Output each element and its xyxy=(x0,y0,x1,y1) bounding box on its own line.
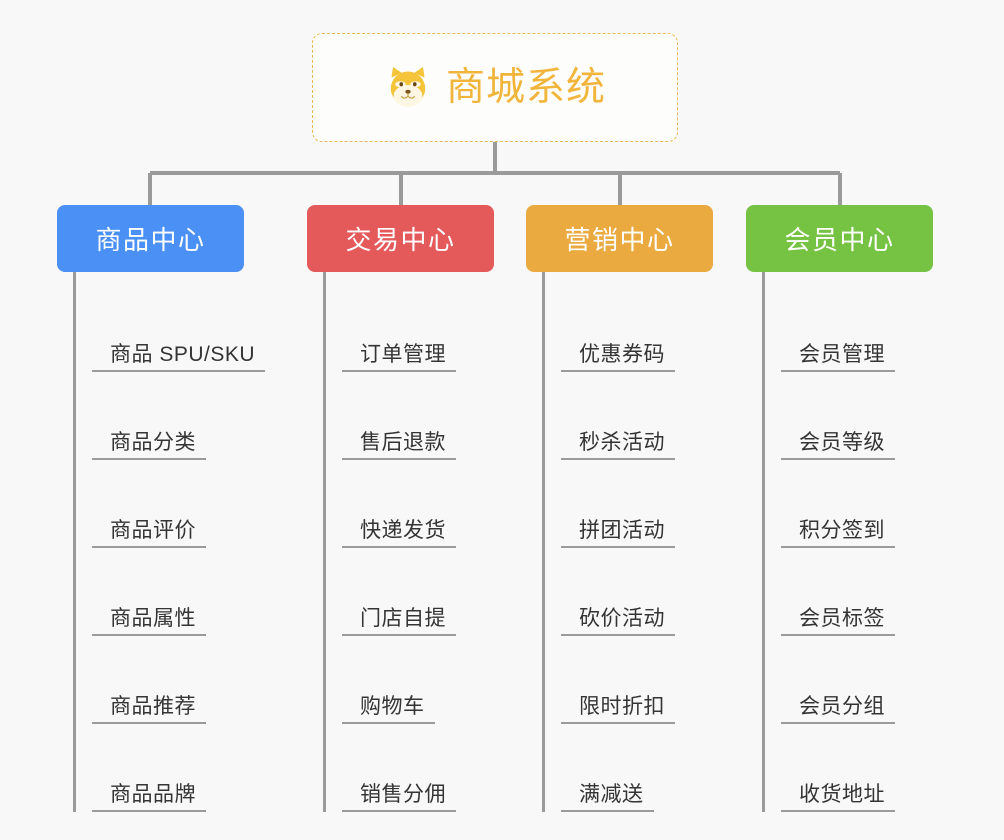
leaf-label: 订单管理 xyxy=(360,342,446,366)
branch-column-2: 营销中心 优惠券码 秒杀活动 拼团活动 砍价活动 限时折扣 满减送 xyxy=(526,205,756,812)
leaf-label: 会员分组 xyxy=(799,694,885,718)
root-title: 商城系统 xyxy=(445,66,606,109)
list-item[interactable]: 会员标签 xyxy=(781,548,958,636)
branch-column-1: 交易中心 订单管理 售后退款 快递发货 门店自提 购物车 销售分佣 xyxy=(307,205,537,812)
list-item[interactable]: 优惠券码 xyxy=(561,284,738,372)
leaf-label: 商品品牌 xyxy=(110,782,196,806)
list-item[interactable]: 积分签到 xyxy=(781,460,958,548)
list-item[interactable]: 售后退款 xyxy=(342,372,519,460)
leaf-label: 商品分类 xyxy=(110,430,196,454)
leaf-label: 售后退款 xyxy=(360,430,446,454)
leaf-label: 快递发货 xyxy=(360,518,446,542)
leaf-list-0: 商品 SPU/SKU 商品分类 商品评价 商品属性 商品推荐 商品品牌 xyxy=(73,272,269,812)
list-item[interactable]: 商品品牌 xyxy=(92,724,269,812)
list-item[interactable]: 砍价活动 xyxy=(561,548,738,636)
list-item[interactable]: 订单管理 xyxy=(342,284,519,372)
leaf-label: 商品评价 xyxy=(110,518,196,542)
leaf-label: 商品 SPU/SKU xyxy=(110,342,256,366)
leaf-label: 会员管理 xyxy=(799,342,885,366)
category-box-0[interactable]: 商品中心 xyxy=(57,205,244,272)
leaf-list-2: 优惠券码 秒杀活动 拼团活动 砍价活动 限时折扣 满减送 xyxy=(542,272,738,812)
category-label-3: 会员中心 xyxy=(784,225,895,255)
leaf-label: 秒杀活动 xyxy=(579,430,665,454)
list-item[interactable]: 商品分类 xyxy=(92,372,269,460)
leaf-list-1: 订单管理 售后退款 快递发货 门店自提 购物车 销售分佣 xyxy=(323,272,519,812)
list-item[interactable]: 收货地址 xyxy=(781,724,958,812)
category-box-1[interactable]: 交易中心 xyxy=(307,205,494,272)
leaf-label: 会员标签 xyxy=(799,606,885,630)
list-item[interactable]: 会员等级 xyxy=(781,372,958,460)
leaf-label: 会员等级 xyxy=(799,430,885,454)
leaf-label: 优惠券码 xyxy=(579,342,665,366)
leaf-label: 收货地址 xyxy=(799,782,885,806)
dog-face-icon xyxy=(390,66,426,107)
branch-column-0: 商品中心 商品 SPU/SKU 商品分类 商品评价 商品属性 商品推荐 商品品牌 xyxy=(57,205,287,812)
category-label-0: 商品中心 xyxy=(95,225,206,255)
leaf-label: 满减送 xyxy=(579,782,644,806)
list-item[interactable]: 销售分佣 xyxy=(342,724,519,812)
category-box-2[interactable]: 营销中心 xyxy=(526,205,713,272)
list-item[interactable]: 购物车 xyxy=(342,636,519,724)
list-item[interactable]: 商品推荐 xyxy=(92,636,269,724)
list-item[interactable]: 门店自提 xyxy=(342,548,519,636)
leaf-label: 购物车 xyxy=(360,694,425,718)
list-item[interactable]: 满减送 xyxy=(561,724,738,812)
list-item[interactable]: 商品 SPU/SKU xyxy=(92,284,269,372)
list-item[interactable]: 快递发货 xyxy=(342,460,519,548)
list-item[interactable]: 会员分组 xyxy=(781,636,958,724)
branch-column-3: 会员中心 会员管理 会员等级 积分签到 会员标签 会员分组 收货地址 xyxy=(746,205,976,812)
leaf-label: 积分签到 xyxy=(799,518,885,542)
leaf-label: 门店自提 xyxy=(360,606,446,630)
leaf-list-3: 会员管理 会员等级 积分签到 会员标签 会员分组 收货地址 xyxy=(762,272,958,812)
category-box-3[interactable]: 会员中心 xyxy=(746,205,933,272)
list-item[interactable]: 限时折扣 xyxy=(561,636,738,724)
leaf-label: 商品推荐 xyxy=(110,694,196,718)
list-item[interactable]: 商品属性 xyxy=(92,548,269,636)
category-label-2: 营销中心 xyxy=(564,225,675,255)
list-item[interactable]: 秒杀活动 xyxy=(561,372,738,460)
leaf-label: 限时折扣 xyxy=(579,694,665,718)
list-item[interactable]: 拼团活动 xyxy=(561,460,738,548)
list-item[interactable]: 商品评价 xyxy=(92,460,269,548)
leaf-label: 销售分佣 xyxy=(360,782,446,806)
root-node[interactable]: 商城系统 xyxy=(312,33,678,142)
leaf-label: 商品属性 xyxy=(110,606,196,630)
leaf-label: 砍价活动 xyxy=(579,606,665,630)
list-item[interactable]: 会员管理 xyxy=(781,284,958,372)
leaf-label: 拼团活动 xyxy=(579,518,665,542)
category-label-1: 交易中心 xyxy=(345,225,456,255)
